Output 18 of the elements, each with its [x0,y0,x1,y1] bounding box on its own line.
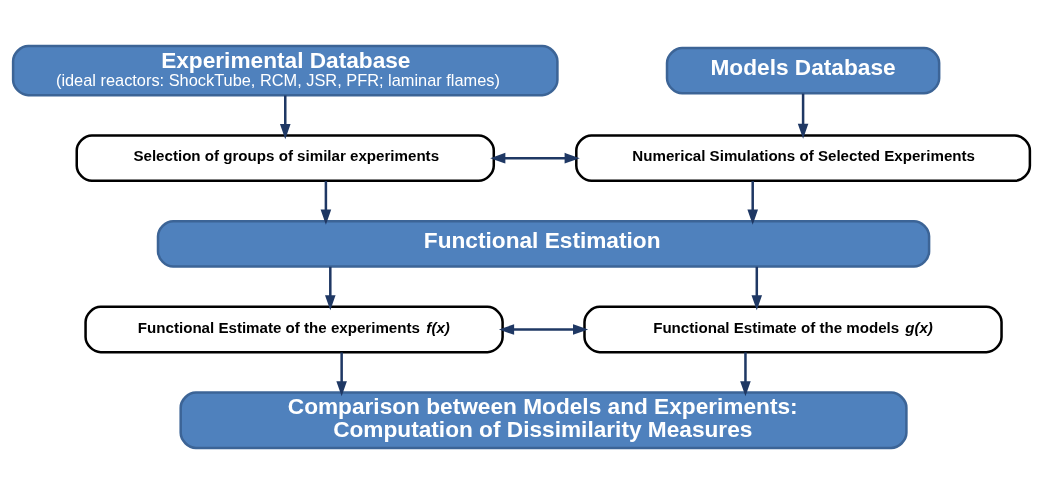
arrow [490,152,580,164]
arrow [797,93,809,139]
node-box: Comparison between Models and Experiments: Computation of Dissimilarity Measures [179,391,908,450]
arrow [498,324,589,335]
node-box: Models Database [665,46,941,95]
arrow [279,95,291,140]
arrow [336,352,347,397]
node-box: Selection of groups of similar experiments [75,134,496,183]
arrow [325,266,336,311]
node-box: Numerical Simulations of Selected Experiments [575,134,1032,183]
node-box: Experimental Database (ideal reactors: ShockTube, RCM, JSR, PFR; laminar flames) [11,44,559,97]
node-box: Functional Estimation [156,219,931,268]
node-box: Functional Estimate of the experiments f(x) [84,305,504,354]
arrow [751,266,763,311]
node-box: Functional Estimate of the models g(x) [583,305,1003,354]
arrow [740,352,751,397]
arrow [747,181,758,225]
arrow [320,181,332,225]
